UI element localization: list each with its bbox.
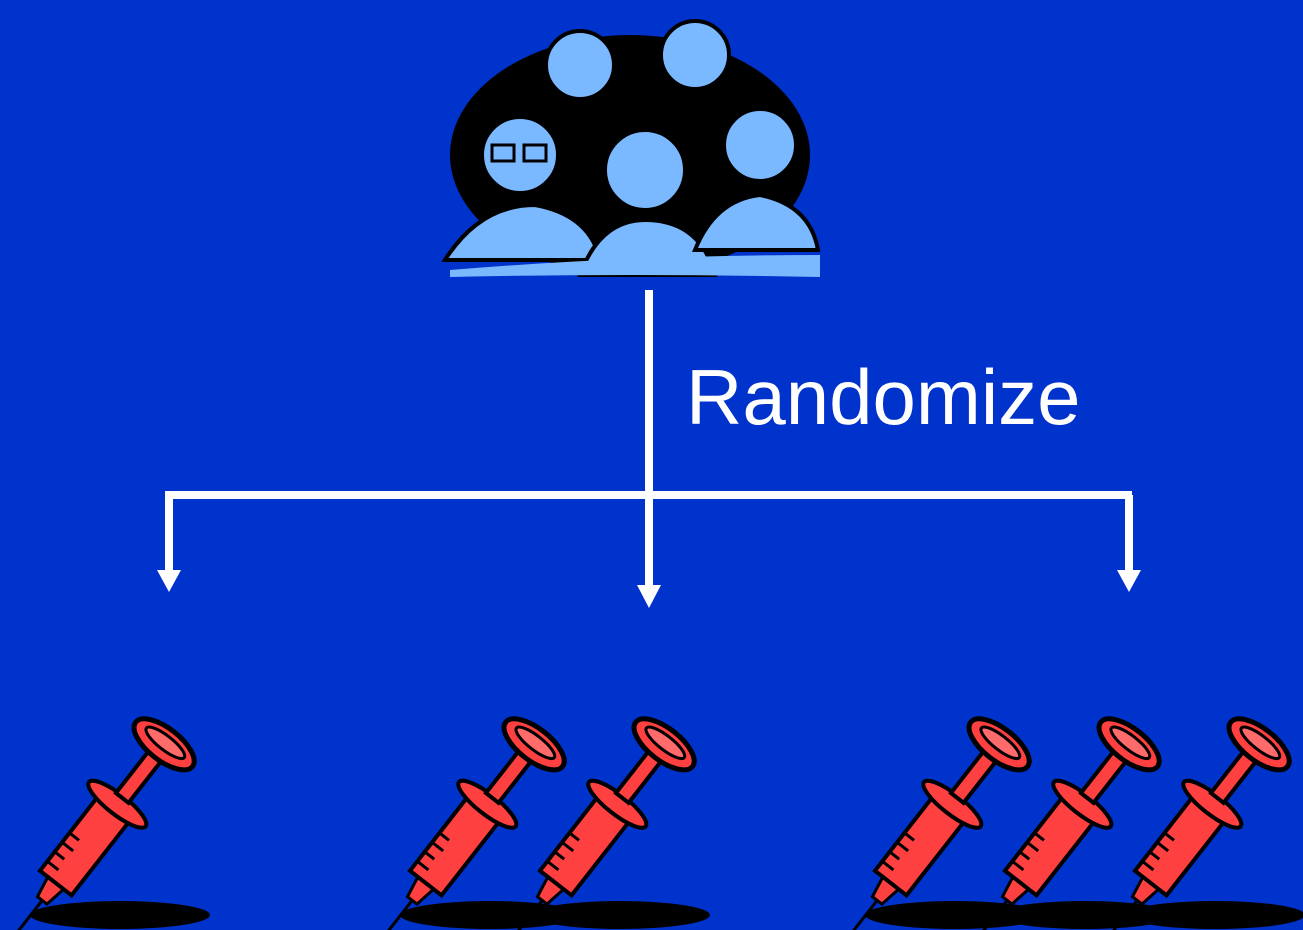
arrowhead-right (1117, 570, 1141, 592)
arm-1-syringes (0, 710, 210, 930)
randomize-label: Randomize (686, 353, 1081, 441)
randomization-arrows (165, 290, 1133, 585)
arm-2-syringes (354, 710, 710, 930)
syringe-icon (0, 710, 210, 930)
arrowhead-middle (637, 585, 661, 608)
arrowhead-left (157, 570, 181, 592)
arrowheads (157, 570, 1141, 608)
arm-3-syringes (819, 710, 1303, 930)
group-of-people-icon (443, 19, 822, 279)
